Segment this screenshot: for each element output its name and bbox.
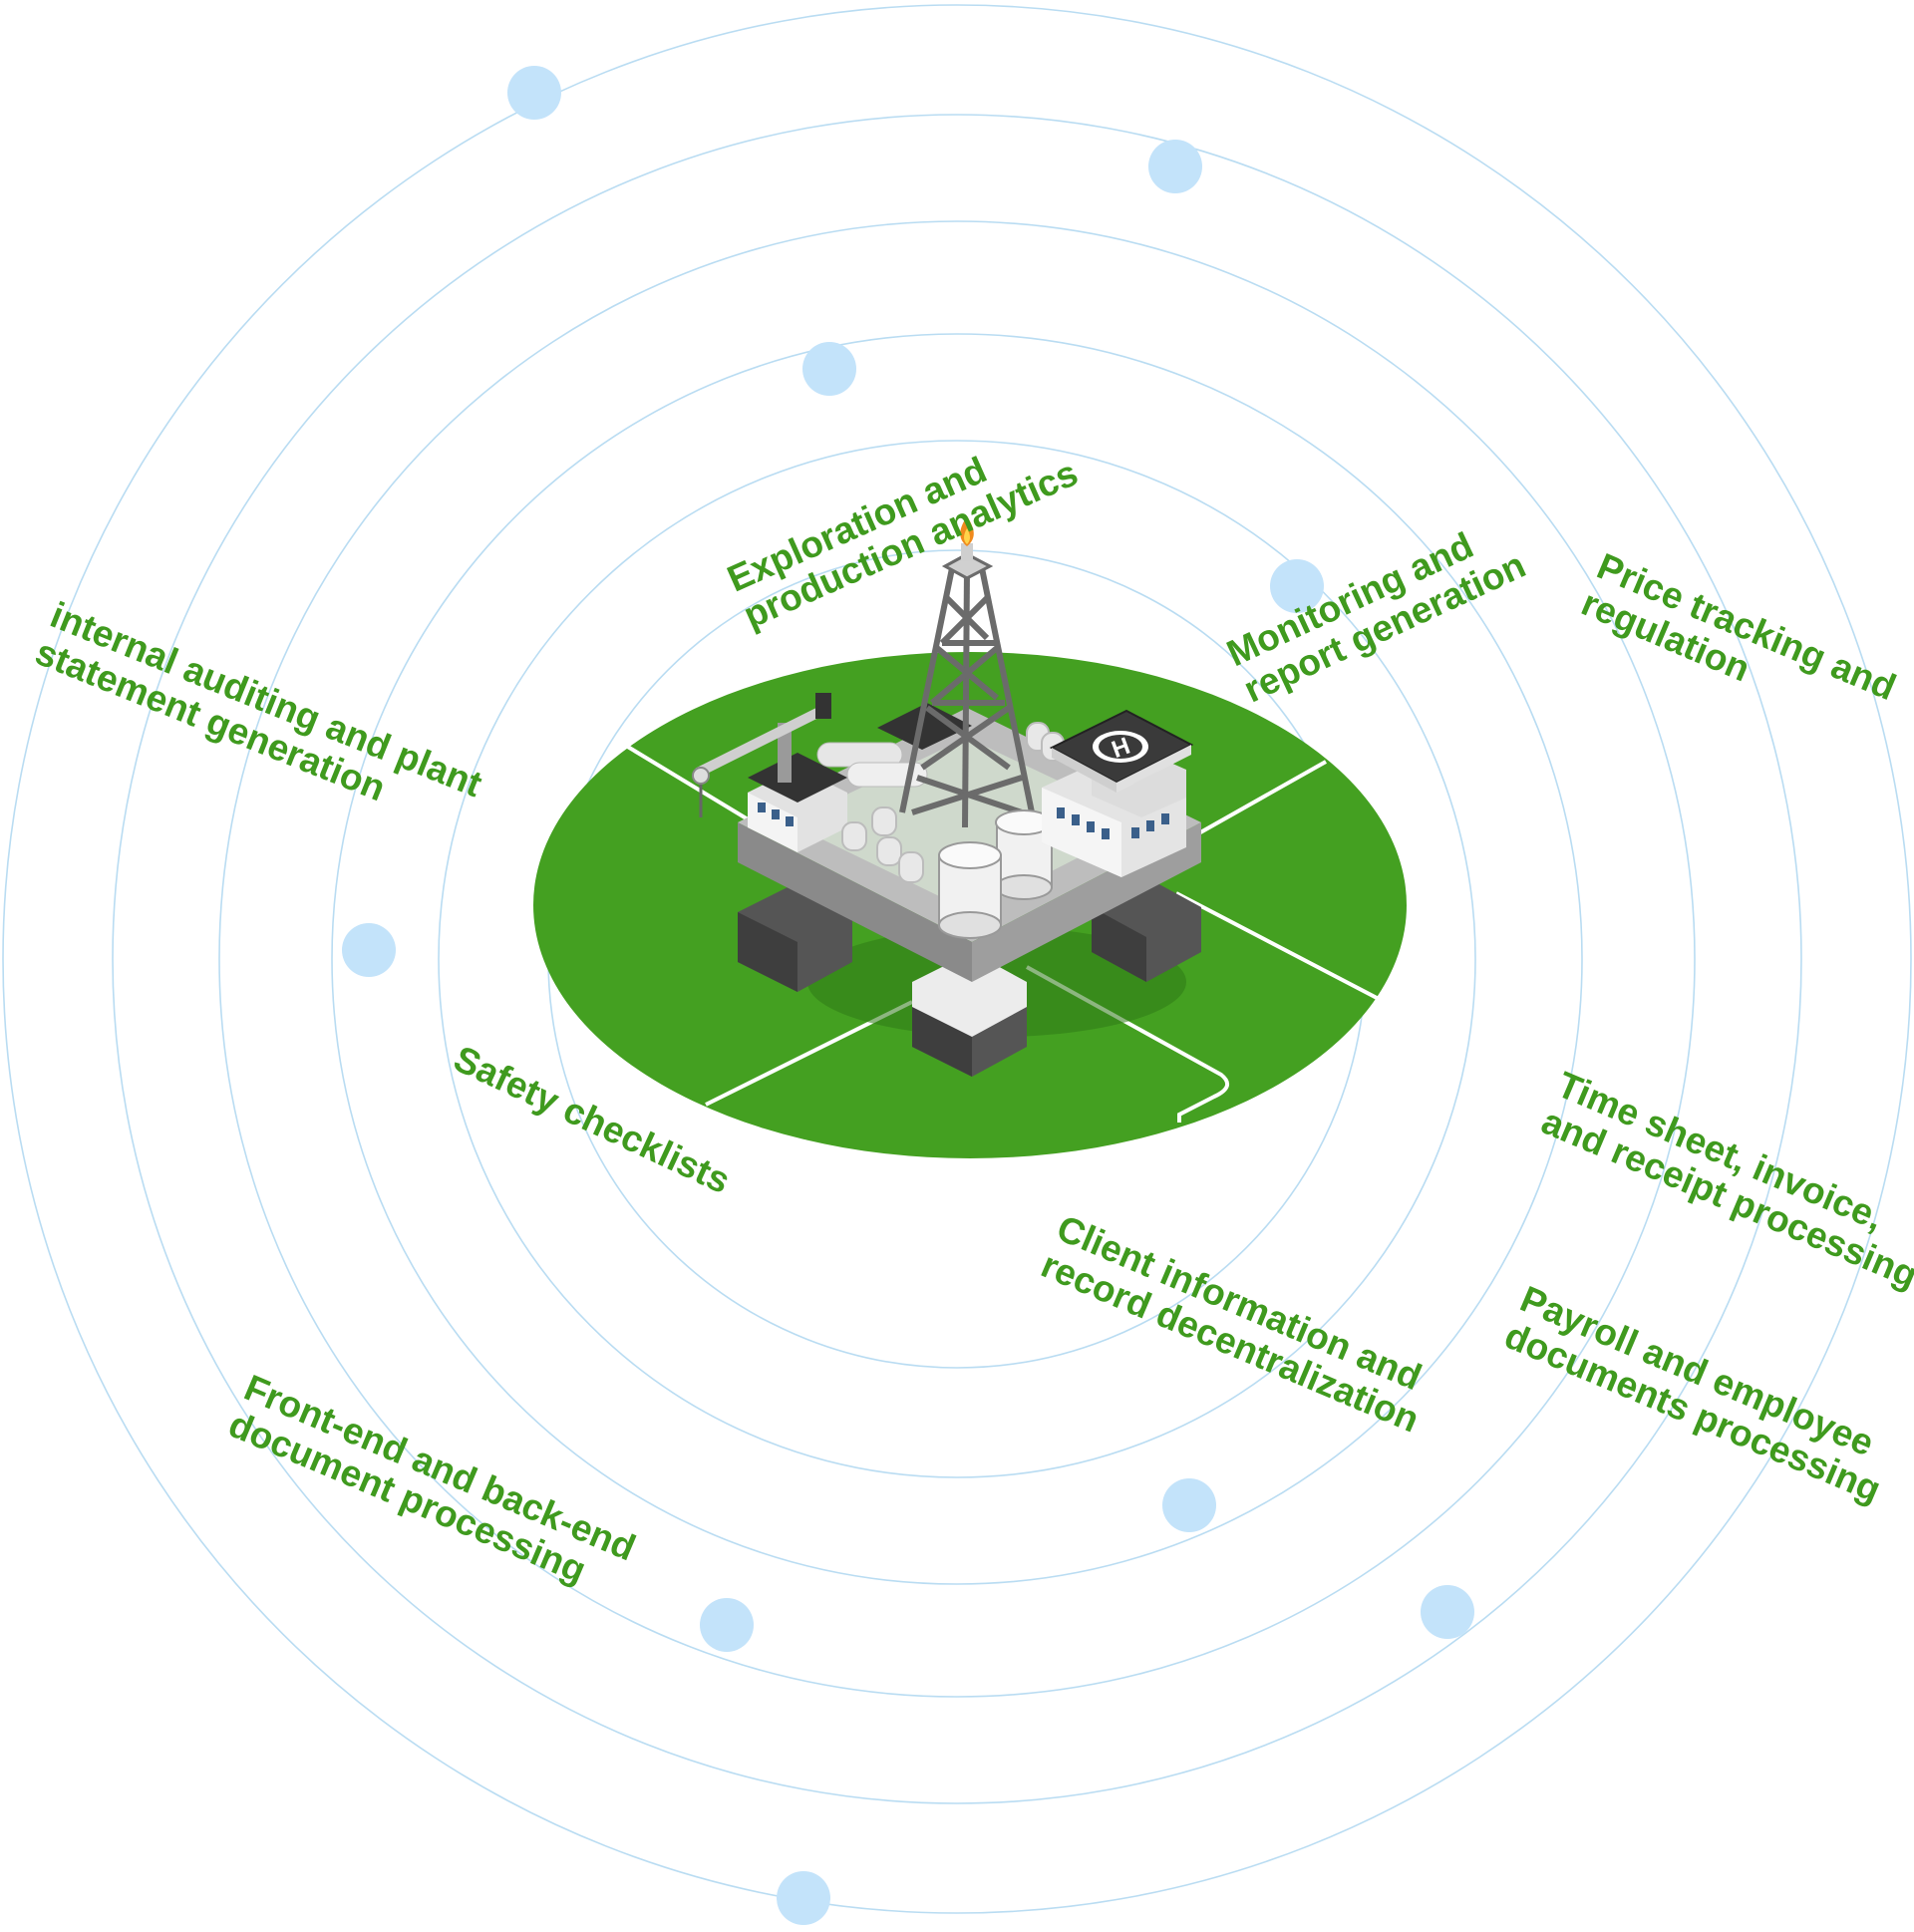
rig-legs: [738, 877, 1201, 1077]
rig-left-building: [748, 753, 847, 852]
orbit-node: [1148, 140, 1202, 193]
orbit-ring: [218, 220, 1696, 1698]
helipad-icon: H: [1049, 709, 1194, 793]
rig-derrick: [899, 567, 1035, 828]
orbit-node: [342, 923, 396, 977]
orbit-node: [1162, 1478, 1216, 1532]
orbit-node: [802, 342, 856, 396]
orbit-nodes: [342, 66, 1474, 1925]
orbit-ring: [2, 4, 1912, 1914]
orbit-ring: [112, 114, 1802, 1804]
rig-derrick-top: [941, 516, 994, 580]
rig-crane: [692, 693, 831, 817]
orbit-node: [777, 1871, 830, 1925]
rig-storage-tanks: [938, 809, 1053, 939]
orbit-node: [1270, 559, 1324, 613]
orbit-rings: [2, 4, 1912, 1914]
oil-rig-icon: H: [692, 516, 1201, 1077]
orbit-node: [700, 1598, 754, 1652]
orbit-ring: [438, 440, 1476, 1478]
orbit-node: [1421, 1585, 1474, 1639]
orbit-ring: [331, 333, 1583, 1585]
orbit-node: [507, 66, 561, 120]
